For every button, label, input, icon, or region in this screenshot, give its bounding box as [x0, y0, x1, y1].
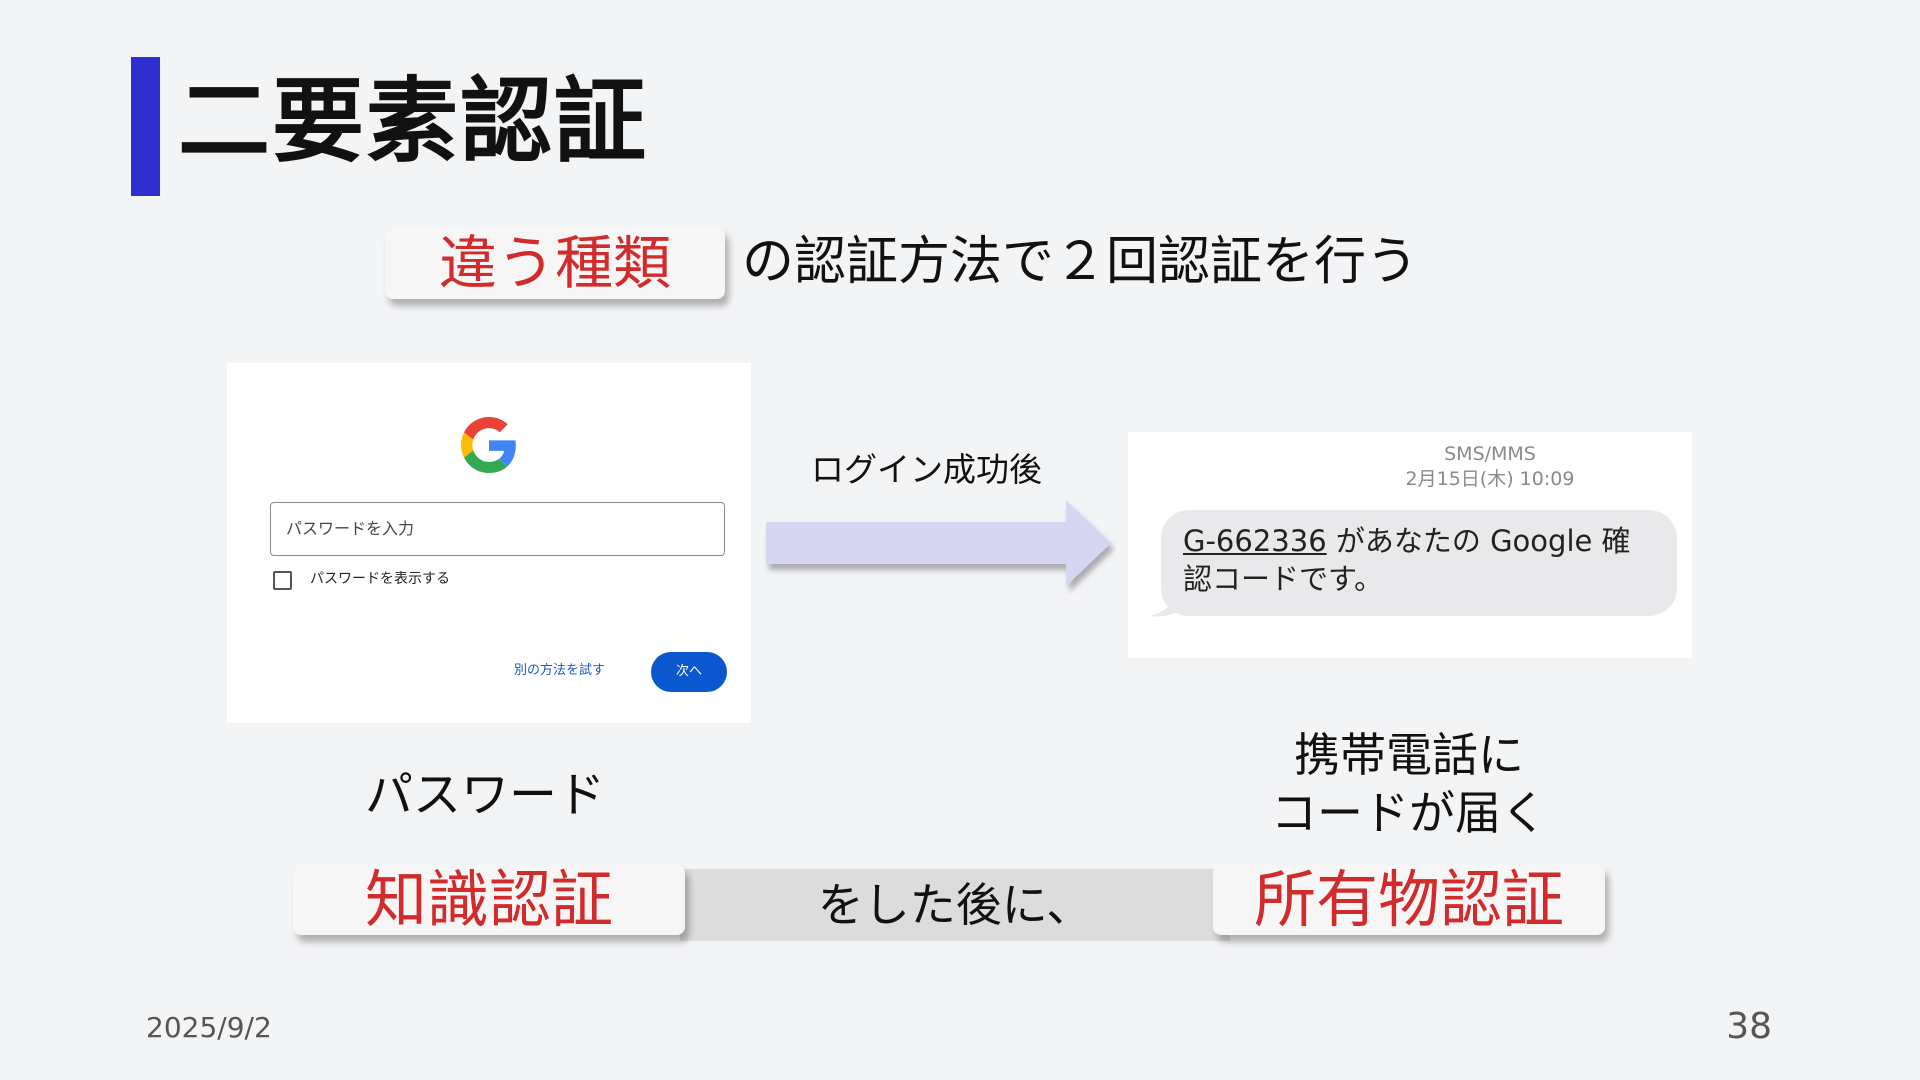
page-number: 38	[1726, 1006, 1772, 1047]
sms-code-link[interactable]: G-662336	[1183, 524, 1327, 558]
title-accent-bar	[131, 57, 160, 196]
try-another-way-link[interactable]: 別の方法を試す	[514, 663, 606, 678]
slide-title: 二要素認証	[178, 68, 649, 175]
knowledge-auth-pill: 知識認証	[293, 865, 685, 935]
footer-date: 2025/9/2	[146, 1011, 272, 1044]
slide-subtitle: の認証方法で２回認証を行う	[742, 232, 1419, 292]
phone-label-line1: 携帯電話に	[1294, 728, 1524, 782]
highlight-different-types: 違う種類	[385, 227, 725, 299]
right-arrow-icon	[766, 500, 1111, 586]
connector-band	[680, 869, 1230, 941]
sms-bubble	[1161, 510, 1677, 616]
sms-message-line1: があなたの Google 確	[1326, 524, 1631, 558]
next-button[interactable]: 次へ	[651, 652, 727, 692]
phone-label-line2: コードが届く	[1271, 786, 1547, 840]
sms-message: G-662336 があなたの Google 確認コードです。	[1183, 522, 1663, 598]
sms-message-line2: 認コードです。	[1183, 562, 1384, 596]
google-g-logo-icon	[461, 417, 516, 473]
sms-date: 2月15日(木) 10:09	[1405, 468, 1575, 490]
password-label: パスワード	[365, 767, 606, 823]
show-password-label: パスワードを表示する	[310, 571, 450, 587]
arrow-label: ログイン成功後	[811, 450, 1042, 489]
password-input[interactable]: パスワードを入力	[270, 502, 725, 556]
show-password-checkbox[interactable]	[273, 571, 292, 590]
possession-auth-pill: 所有物認証	[1213, 865, 1605, 935]
connector-text: をした後に、	[817, 878, 1093, 932]
sms-header: SMS/MMS	[1444, 443, 1536, 465]
